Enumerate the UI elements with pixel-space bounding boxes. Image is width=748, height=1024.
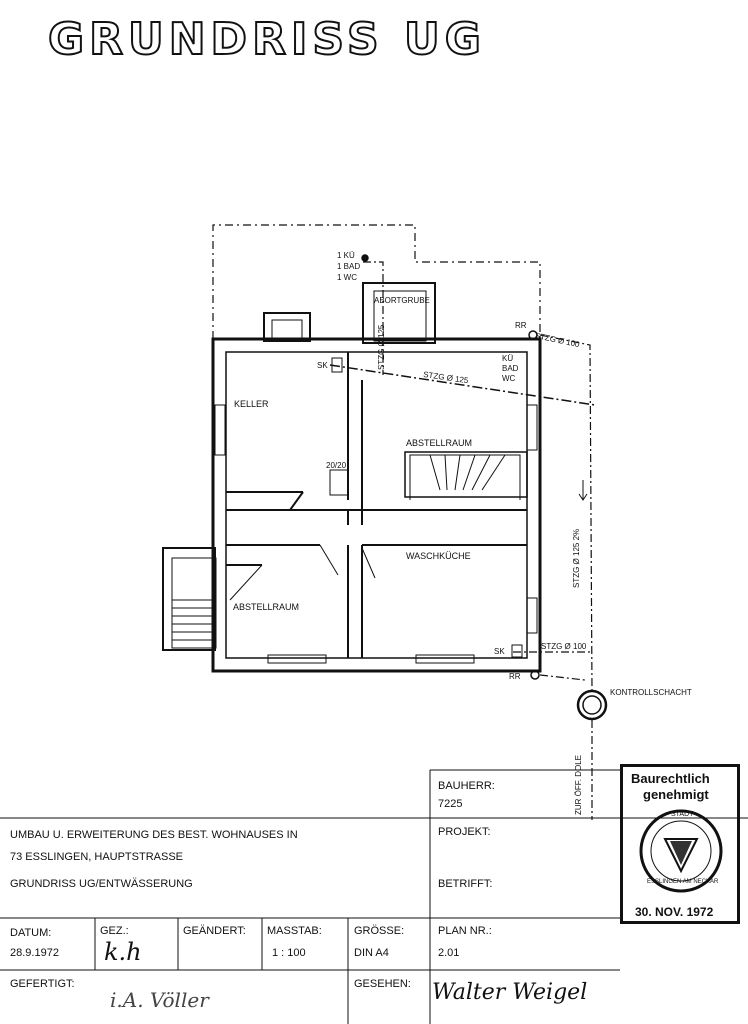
seal-ring-bottom: ESSLINGEN AM NECKAR xyxy=(647,879,719,885)
gez-value: k.h xyxy=(104,938,142,966)
plan-label: PLAN NR.: xyxy=(438,925,492,937)
project-line-2: 73 ESSLINGEN, HAUPTSTRASSE xyxy=(10,851,183,863)
note-kbw-ku: KÜ xyxy=(502,354,514,363)
note-sk-top: SK xyxy=(317,361,328,370)
note-bad: 1 BAD xyxy=(337,262,361,271)
note-kbw-wc: WC xyxy=(502,374,516,383)
note-size-20: 20/20 xyxy=(326,461,347,470)
bauherr-label: BAUHERR: xyxy=(438,780,495,792)
bauherr-value: 7225 xyxy=(438,798,463,810)
datum-value: 28.9.1972 xyxy=(10,947,59,959)
masstab-label: MASSTAB: xyxy=(267,925,322,937)
geaendert-label: GEÄNDERT: xyxy=(183,925,246,937)
groesse-value: DIN A4 xyxy=(354,947,389,959)
note-zur-dole: ZUR ÖFF. DOLE xyxy=(574,754,583,815)
room-label-abortgrube: ABORTGRUBE xyxy=(374,296,430,305)
gesehen-value: Walter Weigel xyxy=(432,980,588,1005)
groesse-label: GRÖSSE: xyxy=(354,925,405,937)
room-label-keller: KELLER xyxy=(234,399,269,409)
note-stzg-125-right: STZG Ø 125 2% xyxy=(572,528,581,588)
stamp-date: 30. NOV. 1972 xyxy=(635,905,714,919)
datum-label: DATUM: xyxy=(10,927,52,939)
betrifft-label: BETRIFFT: xyxy=(438,878,493,890)
projekt-label: PROJEKT: xyxy=(438,826,491,838)
note-stzg-125-vertical: STZG Ø 125 xyxy=(377,324,386,370)
stamp-line-1: Baurechtlich xyxy=(631,771,710,786)
note-rr-top: RR xyxy=(515,321,527,330)
stamp-line-2: genehmigt xyxy=(643,787,709,802)
note-rr-bottom: RR xyxy=(509,672,521,681)
project-line-1: UMBAU U. ERWEITERUNG DES BEST. WOHNAUSES… xyxy=(10,829,298,841)
gefertigt-value: i.A. Völler xyxy=(110,988,209,1012)
room-label-abstellraum-top: ABSTELLRAUM xyxy=(406,438,473,448)
note-ku: 1 KÜ xyxy=(337,251,355,260)
approval-stamp: Baurechtlich genehmigt STADT ESSLINGEN A… xyxy=(620,764,740,924)
note-wc: 1 WC xyxy=(337,273,357,282)
plan-value: 2.01 xyxy=(438,947,460,959)
room-label-abstellraum-bottom: ABSTELLRAUM xyxy=(233,602,300,612)
drawing-title: GRUNDRISS UG xyxy=(47,13,486,66)
room-label-waschkueche: WASCHKÜCHE xyxy=(406,551,471,561)
note-kbw-bad: BAD xyxy=(502,364,519,373)
subject: GRUNDRISS UG/ENTWÄSSERUNG xyxy=(10,878,193,890)
gez-label: GEZ.: xyxy=(100,925,129,937)
city-seal xyxy=(639,809,723,893)
masstab-value: 1 : 100 xyxy=(272,947,306,959)
note-kontrollschacht: KONTROLLSCHACHT xyxy=(610,688,692,697)
note-stzg-100-bottom: STZG Ø 100 xyxy=(541,642,587,651)
gefertigt-label: GEFERTIGT: xyxy=(10,978,75,990)
gesehen-label: GESEHEN: xyxy=(354,978,411,990)
note-sk-bottom: SK xyxy=(494,647,505,656)
seal-ring-top: STADT xyxy=(671,811,694,818)
